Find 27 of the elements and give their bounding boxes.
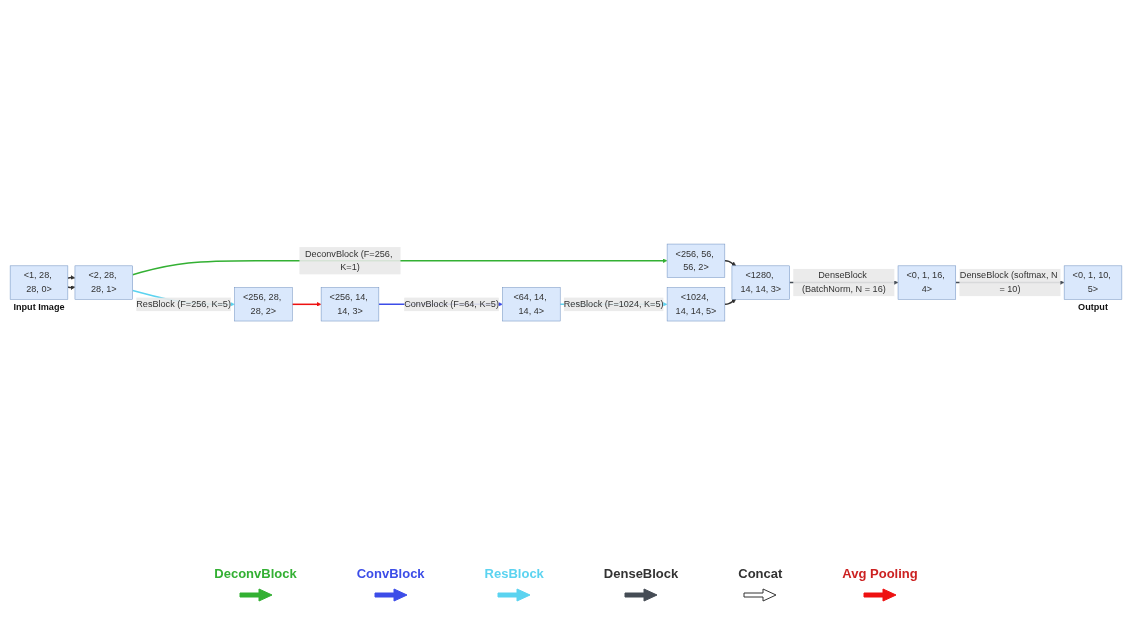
node-caption: Input Image	[13, 302, 65, 313]
legend-label: DenseBlock	[603, 566, 679, 581]
legend-label: ResBlock	[484, 566, 544, 581]
node-box: <64, 14, 14, 4>	[502, 287, 561, 322]
edge-label: DenseBlock (BatchNorm, N = 16)	[801, 270, 886, 295]
edge-label: DeconvBlock (F=256, K=1)	[305, 249, 393, 273]
legend-label: ConvBlock	[356, 566, 425, 581]
node-box: <1280, 14, 14, 3>	[731, 266, 790, 300]
edge-label: ResBlock (F=1024, K=5)	[563, 299, 664, 310]
legend-label: Concat	[738, 566, 783, 581]
node-box: <0, 1, 10, 5>	[1063, 266, 1123, 300]
node-box: <256, 28, 28, 2>	[234, 287, 293, 322]
arrow	[724, 260, 737, 267]
node-caption: Output	[1078, 302, 1108, 313]
edge-label: DenseBlock (softmax, N = 10)	[959, 270, 1058, 295]
edge-label: ResBlock (F=256, K=5)	[136, 299, 231, 310]
arrow	[724, 299, 737, 306]
node-box: <0, 1, 16, 4>	[897, 266, 956, 300]
node-box: <2, 28, 28, 1>	[74, 266, 133, 300]
node-box: <1024, 14, 14, 5>	[666, 287, 726, 322]
node-box: <256, 56, 56, 2>	[666, 244, 726, 279]
node-box: <256, 14, 14, 3>	[320, 287, 380, 322]
arrow	[291, 302, 322, 307]
node-box: <1, 28, 28, 0>	[9, 266, 69, 300]
legend-label: DeconvBlock	[214, 566, 297, 581]
edge-label: ConvBlock (F=64, K=5)	[404, 299, 499, 310]
legend-label: Avg Pooling	[842, 566, 918, 581]
